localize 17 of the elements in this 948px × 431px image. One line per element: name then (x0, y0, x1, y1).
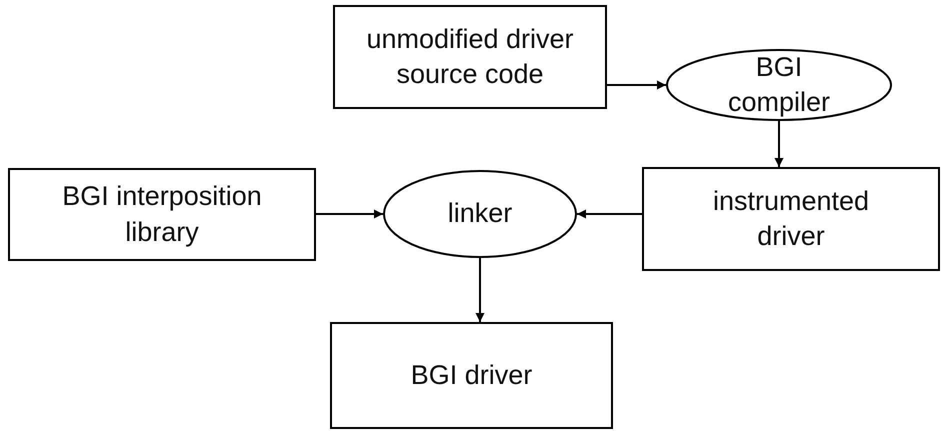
node-label: instrumented driver (712, 184, 870, 253)
process-ellipse (666, 49, 892, 121)
process-box (642, 167, 940, 271)
arrow (476, 258, 484, 322)
node-label: BGI compiler (726, 50, 832, 119)
arrow (577, 210, 642, 218)
node-label: BGI interposition library (61, 180, 263, 249)
node-label: BGI driver (410, 358, 532, 392)
arrow (316, 210, 383, 218)
arrow (607, 80, 666, 90)
process-box (8, 168, 316, 261)
arrow (774, 121, 784, 167)
process-box (333, 5, 607, 109)
node-label: unmodified driver source code (365, 22, 575, 91)
node-label: linker (448, 197, 512, 230)
process-box (330, 322, 613, 429)
process-ellipse (383, 170, 577, 258)
